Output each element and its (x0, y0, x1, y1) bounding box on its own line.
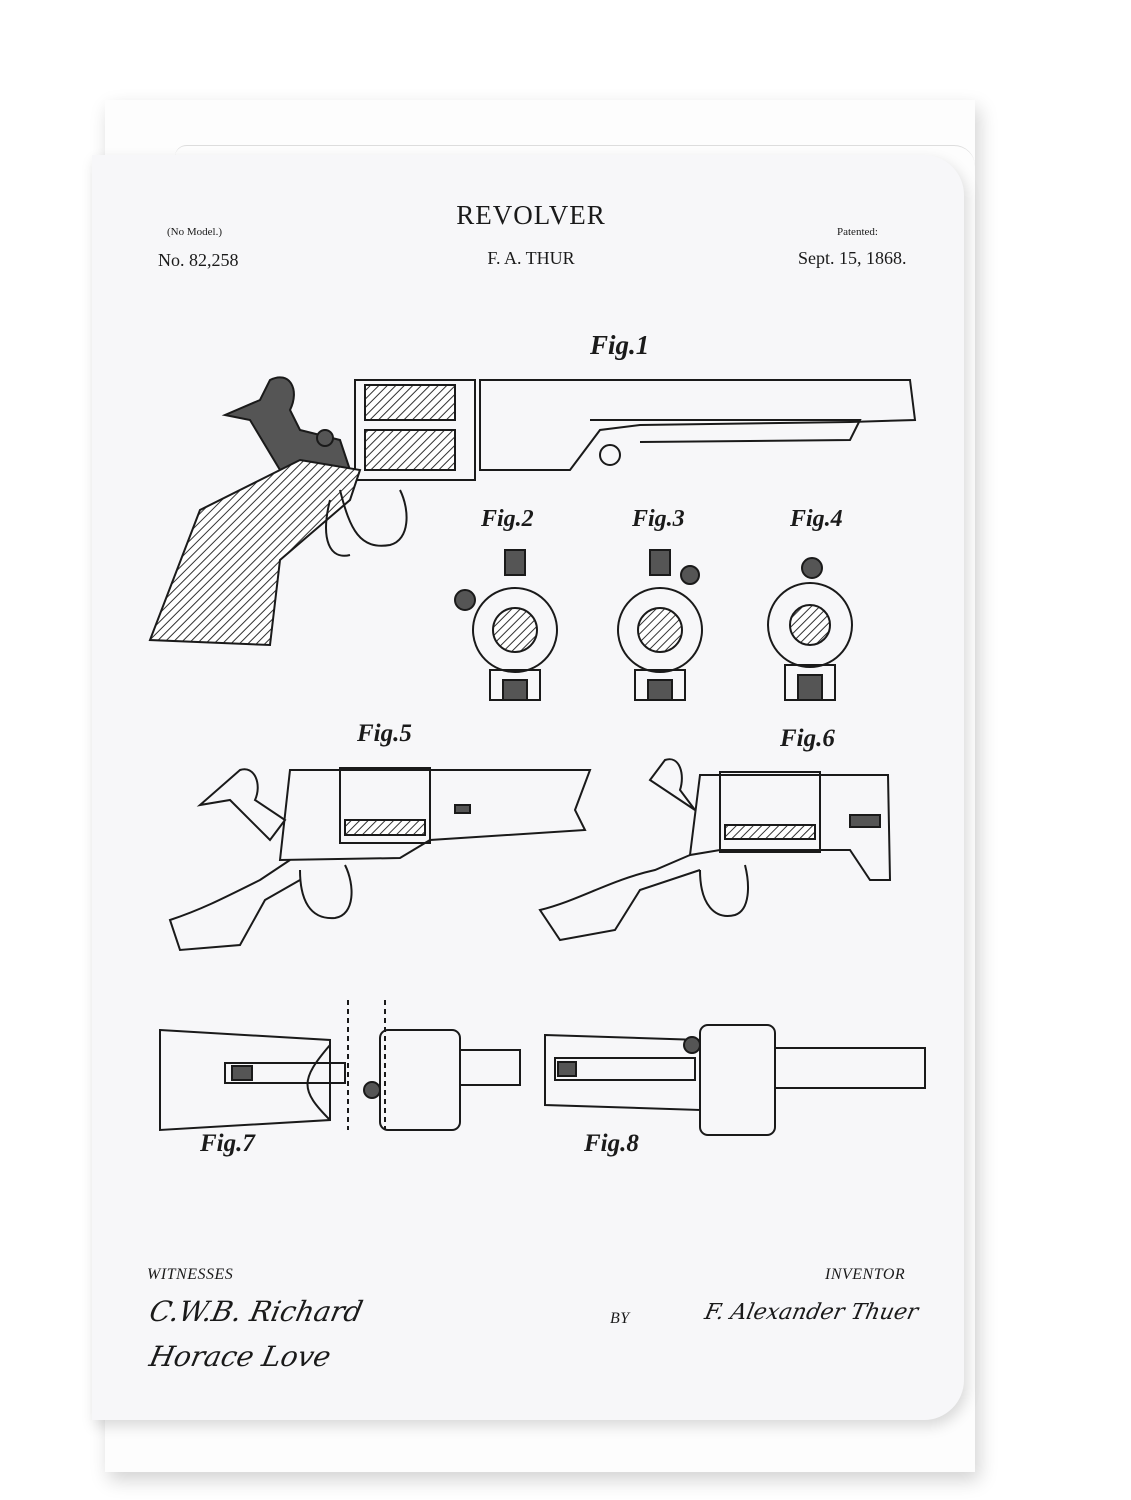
witnesses-label: WITNESSES (147, 1266, 234, 1283)
witness-signature-2: Horace Love (146, 1340, 334, 1373)
fig2-cylinder-drawing (454, 549, 558, 701)
fig5-label: Fig.5 (357, 720, 412, 747)
by-label: BY (610, 1310, 630, 1327)
inventor-label: INVENTOR (825, 1266, 906, 1283)
witness-signature-1: C.W.B. Richard (146, 1295, 366, 1328)
fig3-label: Fig.3 (632, 506, 685, 532)
fig2-label: Fig.2 (481, 506, 534, 532)
envelope-flap-edge (175, 145, 975, 166)
patent-number: No. 82,258 (158, 250, 239, 270)
fig3-cylinder-drawing (617, 549, 703, 701)
patent-title: REVOLVER (456, 200, 606, 230)
model-note: (No Model.) (167, 226, 222, 238)
fig8-top-view-drawing (544, 1024, 926, 1136)
patented-label: Patented: (837, 226, 878, 238)
fig1-revolver-drawing (148, 376, 917, 647)
fig8-label: Fig.8 (584, 1130, 639, 1157)
fig1-label: Fig.1 (590, 330, 650, 360)
greeting-card (92, 155, 964, 1420)
patent-date: Sept. 15, 1868. (798, 248, 907, 268)
fig7-label: Fig.7 (200, 1130, 255, 1157)
fig4-cylinder-drawing (767, 557, 853, 701)
fig6-revolver-drawing (538, 758, 892, 942)
fig6-label: Fig.6 (780, 725, 835, 752)
inventor-signature: F. Alexander Thuer (702, 1300, 921, 1325)
inventor-name: F. A. THUR (487, 248, 575, 268)
fig7-top-view-drawing (159, 1000, 521, 1132)
fig5-revolver-drawing (168, 767, 592, 952)
fig4-label: Fig.4 (790, 506, 843, 532)
